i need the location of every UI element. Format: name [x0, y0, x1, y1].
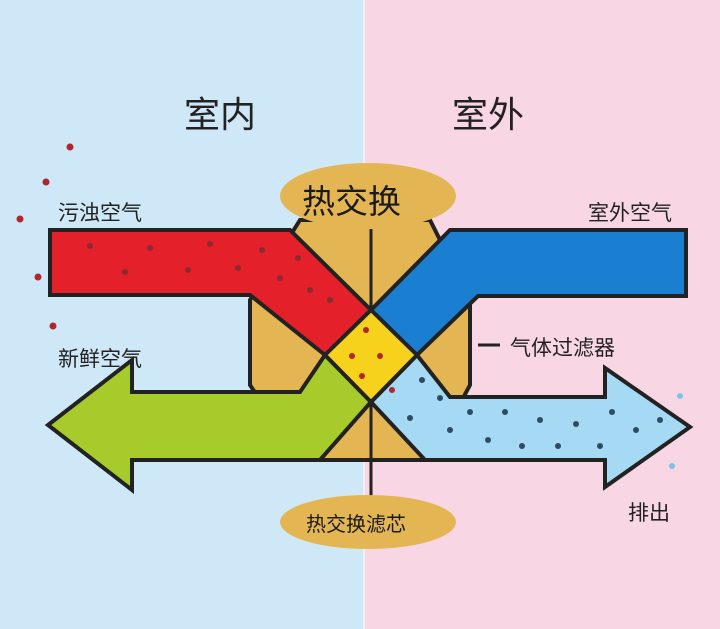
particle — [277, 275, 283, 281]
particle — [633, 427, 639, 433]
core-particles — [349, 327, 395, 393]
heat-exchange-oval — [280, 163, 456, 229]
particle — [66, 143, 74, 151]
heat-exchange-filter-oval — [280, 495, 456, 549]
indoor-title: 室内 — [184, 95, 257, 136]
particle — [389, 387, 395, 393]
particle — [407, 415, 413, 421]
particle — [147, 245, 153, 251]
particle — [609, 409, 615, 415]
particle — [235, 265, 241, 271]
particle — [573, 421, 579, 427]
particle — [377, 353, 383, 359]
particle — [555, 443, 561, 449]
fresh-air-arrow — [44, 351, 374, 495]
particle — [677, 393, 683, 399]
particle — [207, 241, 213, 247]
fresh-air-label: 新鲜空气 — [58, 347, 142, 371]
exhaust-arrow — [368, 351, 694, 491]
particle — [467, 409, 473, 415]
particle — [502, 409, 508, 415]
particle — [537, 417, 543, 423]
floating-dirty-particles — [16, 143, 74, 330]
exhaust-label: 排出 — [628, 501, 670, 525]
particle — [597, 443, 603, 449]
particle — [122, 269, 128, 275]
particle — [34, 273, 42, 281]
particle — [447, 427, 453, 433]
heat-exchange-label: 热交换 — [302, 182, 401, 221]
particle — [363, 327, 369, 333]
particle — [259, 247, 265, 253]
particle — [349, 353, 355, 359]
particle — [295, 255, 301, 261]
gas-filter-label: 气体过滤器 — [510, 336, 615, 360]
outdoor-title: 室外 — [452, 95, 525, 136]
dirty-air-particles — [87, 241, 333, 303]
particle — [87, 243, 93, 249]
dirty-air-label: 污浊空气 — [58, 201, 142, 225]
particle — [307, 287, 313, 293]
particle — [16, 215, 24, 223]
heat-exchange-filter-label: 热交换滤芯 — [306, 512, 406, 536]
particle — [485, 437, 491, 443]
particle — [185, 267, 191, 273]
particle — [657, 417, 663, 423]
particle — [42, 178, 50, 186]
particle — [519, 443, 525, 449]
particle — [49, 322, 57, 330]
particle — [359, 373, 365, 379]
outdoor-air-label: 室外空气 — [588, 201, 672, 225]
particle — [437, 395, 443, 401]
particle — [419, 377, 425, 383]
exhaust-particles — [407, 377, 683, 469]
particle — [669, 463, 675, 469]
particle — [327, 297, 333, 303]
